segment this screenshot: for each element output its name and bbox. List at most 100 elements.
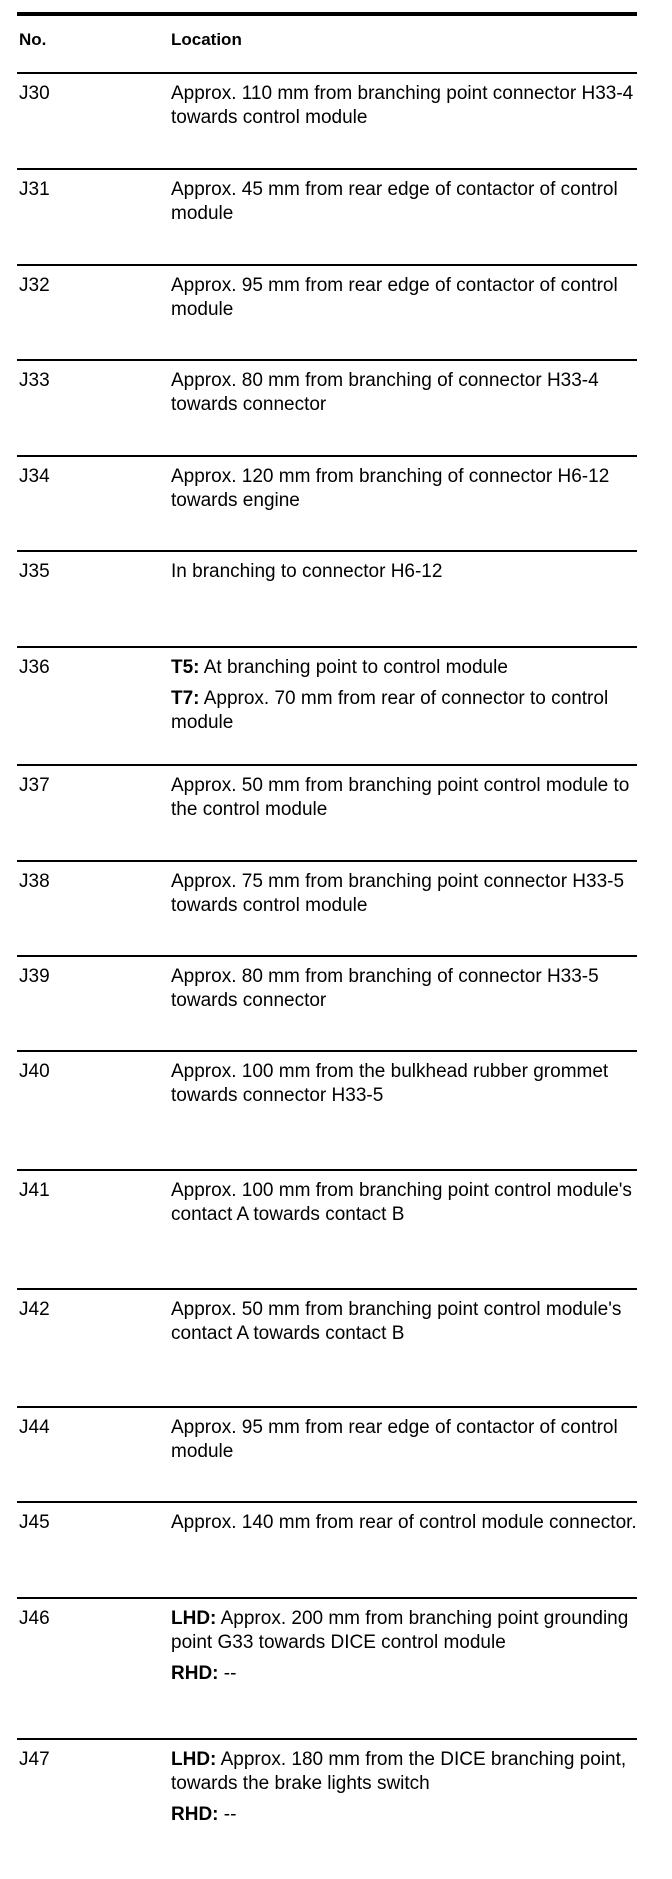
row-location: T5: At branching point to control module… bbox=[171, 656, 637, 764]
row-divider bbox=[17, 455, 637, 457]
location-text: Approx. 110 mm from branching point conn… bbox=[171, 83, 634, 128]
row-location: Approx. 80 mm from branching of connecto… bbox=[171, 965, 637, 1050]
location-text: Approx. 45 mm from rear edge of contacto… bbox=[171, 179, 618, 224]
table-row: J39 Approx. 80 mm from branching of conne… bbox=[17, 957, 637, 1050]
row-location: In branching to connector H6-12 bbox=[171, 560, 637, 646]
location-text: -- bbox=[218, 1804, 237, 1825]
row-number: J36 bbox=[19, 657, 50, 678]
location-paragraph: Approx. 110 mm from branching point conn… bbox=[171, 82, 637, 130]
row-location: Approx. 75 mm from branching point conne… bbox=[171, 870, 637, 955]
location-table: No. Location J30 Approx. 110 mm from bran… bbox=[17, 12, 637, 1879]
location-paragraph: RHD: -- bbox=[171, 1803, 637, 1827]
location-text: Approx. 100 mm from the bulkhead rubber … bbox=[171, 1061, 609, 1106]
row-location: Approx. 110 mm from branching point conn… bbox=[171, 82, 637, 168]
location-paragraph: LHD: Approx. 180 mm from the DICE branch… bbox=[171, 1748, 637, 1796]
row-divider bbox=[17, 550, 637, 552]
row-location: Approx. 140 mm from rear of control modu… bbox=[171, 1511, 637, 1597]
table-top-rule bbox=[17, 12, 637, 16]
location-text: Approx. 95 mm from rear edge of contacto… bbox=[171, 275, 618, 320]
table-row: J30 Approx. 110 mm from branching point c… bbox=[17, 74, 637, 168]
location-paragraph: Approx. 75 mm from branching point conne… bbox=[171, 870, 637, 918]
row-divider bbox=[17, 764, 637, 766]
row-divider bbox=[17, 1501, 637, 1503]
row-divider bbox=[17, 1050, 637, 1052]
location-paragraph: Approx. 95 mm from rear edge of contacto… bbox=[171, 1416, 637, 1464]
location-text: Approx. 120 mm from branching of connect… bbox=[171, 466, 610, 511]
location-text: In branching to connector H6-12 bbox=[171, 561, 443, 582]
table-row: J46 LHD: Approx. 200 mm from branching po… bbox=[17, 1599, 637, 1738]
row-number: J47 bbox=[19, 1749, 50, 1770]
table-row: J45 Approx. 140 mm from rear of control m… bbox=[17, 1503, 637, 1597]
row-number: J35 bbox=[19, 561, 50, 582]
row-number: J40 bbox=[19, 1061, 50, 1082]
variant-label: LHD: bbox=[171, 1749, 217, 1770]
table-row: J42 Approx. 50 mm from branching point co… bbox=[17, 1290, 637, 1406]
table-row: J35 In branching to connector H6-12 bbox=[17, 552, 637, 646]
location-paragraph: T7: Approx. 70 mm from rear of connector… bbox=[171, 687, 637, 735]
table-row: J32 Approx. 95 mm from rear edge of conta… bbox=[17, 266, 637, 359]
location-paragraph: Approx. 50 mm from branching point contr… bbox=[171, 1298, 637, 1346]
header-no: No. bbox=[19, 30, 47, 49]
header-location: Location bbox=[171, 30, 242, 49]
row-location: Approx. 95 mm from rear edge of contacto… bbox=[171, 274, 637, 359]
row-location: Approx. 50 mm from branching point contr… bbox=[171, 774, 637, 860]
location-text: Approx. 75 mm from branching point conne… bbox=[171, 871, 625, 916]
row-number: J30 bbox=[19, 83, 50, 104]
location-paragraph: Approx. 120 mm from branching of connect… bbox=[171, 465, 637, 513]
location-text: Approx. 200 mm from branching point grou… bbox=[171, 1608, 629, 1653]
location-paragraph: Approx. 50 mm from branching point contr… bbox=[171, 774, 637, 822]
row-number: J45 bbox=[19, 1512, 50, 1533]
row-divider bbox=[17, 860, 637, 862]
location-text: Approx. 140 mm from rear of control modu… bbox=[171, 1512, 637, 1533]
location-paragraph: Approx. 100 mm from the bulkhead rubber … bbox=[171, 1060, 637, 1108]
variant-label: LHD: bbox=[171, 1608, 217, 1629]
location-paragraph: Approx. 95 mm from rear edge of contacto… bbox=[171, 274, 637, 322]
table-row: J47 LHD: Approx. 180 mm from the DICE bra… bbox=[17, 1740, 637, 1879]
row-number: J41 bbox=[19, 1180, 50, 1201]
location-paragraph: In branching to connector H6-12 bbox=[171, 560, 637, 584]
location-text: Approx. 70 mm from rear of connector to … bbox=[171, 688, 609, 733]
location-paragraph: Approx. 80 mm from branching of connecto… bbox=[171, 965, 637, 1013]
row-divider bbox=[17, 1597, 637, 1599]
table-row: J34 Approx. 120 mm from branching of conn… bbox=[17, 457, 637, 550]
row-location: Approx. 50 mm from branching point contr… bbox=[171, 1298, 637, 1406]
row-location: Approx. 45 mm from rear edge of contacto… bbox=[171, 178, 637, 264]
row-number: J39 bbox=[19, 966, 50, 987]
location-paragraph: Approx. 45 mm from rear edge of contacto… bbox=[171, 178, 637, 226]
table-row: J36 T5: At branching point to control mod… bbox=[17, 648, 637, 764]
location-text: -- bbox=[218, 1663, 237, 1684]
row-number: J46 bbox=[19, 1608, 50, 1629]
row-divider bbox=[17, 955, 637, 957]
location-text: Approx. 100 mm from branching point cont… bbox=[171, 1180, 632, 1225]
row-divider bbox=[17, 1738, 637, 1740]
location-text: Approx. 50 mm from branching point contr… bbox=[171, 1299, 622, 1344]
row-number: J31 bbox=[19, 179, 50, 200]
row-divider bbox=[17, 1288, 637, 1290]
row-divider bbox=[17, 264, 637, 266]
location-paragraph: Approx. 140 mm from rear of control modu… bbox=[171, 1511, 637, 1535]
location-paragraph: LHD: Approx. 200 mm from branching point… bbox=[171, 1607, 637, 1655]
row-divider bbox=[17, 359, 637, 361]
row-number: J33 bbox=[19, 370, 50, 391]
row-location: Approx. 95 mm from rear edge of contacto… bbox=[171, 1416, 637, 1501]
row-location: Approx. 100 mm from branching point cont… bbox=[171, 1179, 637, 1288]
row-divider bbox=[17, 1406, 637, 1408]
location-text: Approx. 50 mm from branching point contr… bbox=[171, 775, 630, 820]
location-text: Approx. 95 mm from rear edge of contacto… bbox=[171, 1417, 618, 1462]
location-text: Approx. 80 mm from branching of connecto… bbox=[171, 966, 599, 1011]
table-row: J40 Approx. 100 mm from the bulkhead rubb… bbox=[17, 1052, 637, 1169]
row-number: J32 bbox=[19, 275, 50, 296]
row-number: J42 bbox=[19, 1299, 50, 1320]
table-body: J30 Approx. 110 mm from branching point c… bbox=[17, 72, 637, 1879]
variant-label: RHD: bbox=[171, 1804, 219, 1825]
row-divider bbox=[17, 168, 637, 170]
row-number: J34 bbox=[19, 466, 50, 487]
location-text: At branching point to control module bbox=[199, 657, 508, 678]
row-divider bbox=[17, 72, 637, 74]
row-divider bbox=[17, 646, 637, 648]
location-text: Approx. 180 mm from the DICE branching p… bbox=[171, 1749, 627, 1794]
